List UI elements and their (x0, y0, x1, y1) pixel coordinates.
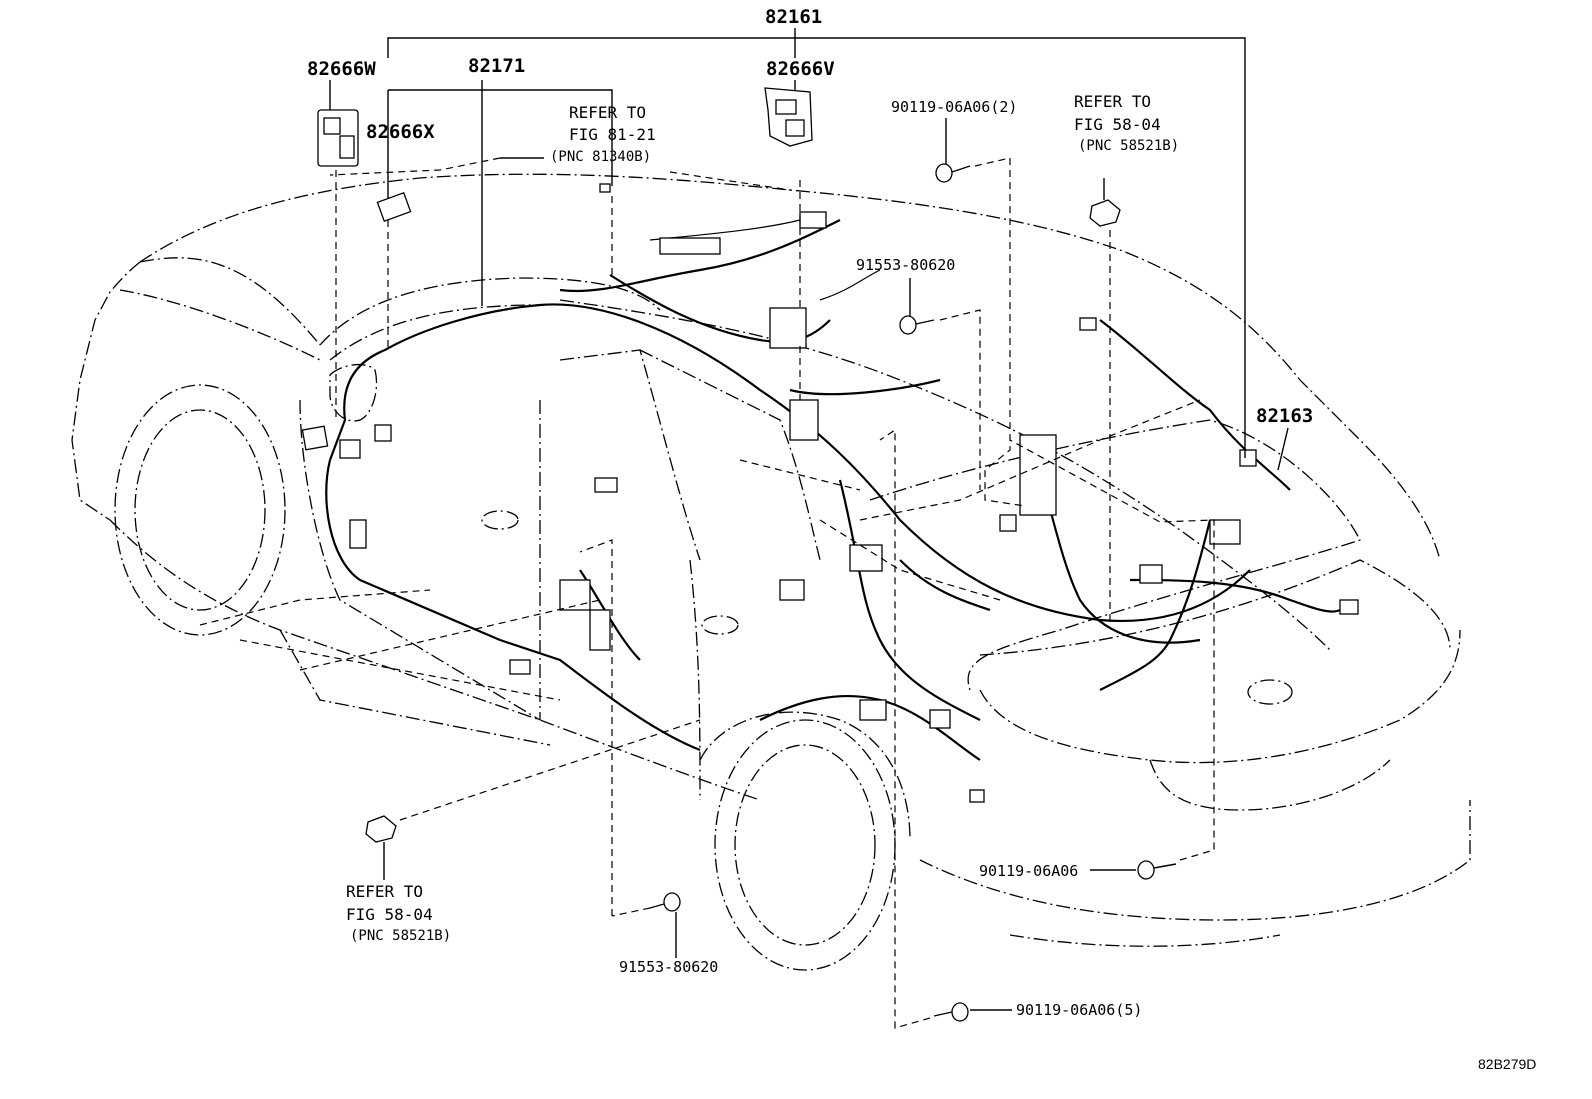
wire-harness-routing (325, 219, 1351, 761)
part-labels: 82161 82666W 82171 82666V 82666X 82163 9… (307, 6, 1536, 1072)
refer-fig58-bottom-line1: REFER TO (346, 882, 423, 901)
label-90119-06A06: 90119-06A06 (979, 862, 1078, 880)
clip-58521B-bottom (365, 815, 397, 880)
label-82161: 82161 (765, 6, 822, 28)
refer-fig81-line2: FIG 81-21 (569, 125, 656, 144)
refer-fig58-bottom-line2: FIG 58-04 (346, 905, 433, 924)
label-82666W: 82666W (307, 58, 376, 80)
clip-58521B-top (1089, 178, 1121, 227)
bolt-90119-top (935, 163, 971, 183)
module-82666W (317, 96, 359, 167)
bracket-82666V (764, 87, 813, 147)
label-82163: 82163 (1256, 405, 1313, 427)
label-90119-06A06-2: 90119-06A06(2) (891, 98, 1017, 116)
label-82171: 82171 (468, 55, 525, 77)
label-82666X: 82666X (366, 121, 435, 143)
bolt-90119-single (1137, 860, 1177, 880)
bolt-91553-bottom (649, 892, 681, 912)
refer-fig58-top-line3: (PNC 58521B) (1078, 138, 1179, 154)
leader-lines (329, 28, 1289, 1011)
car-body-outline (71, 173, 1471, 971)
refer-fig58-top-line2: FIG 58-04 (1074, 115, 1161, 134)
bolt-icons (649, 163, 1177, 1022)
dashed-leaders (199, 157, 1215, 1029)
label-91553-80620-top: 91553-80620 (856, 256, 955, 274)
label-90119-06A06-5: 90119-06A06(5) (1016, 1001, 1142, 1019)
connector-parts (301, 183, 1359, 803)
refer-fig58-bottom-line3: (PNC 58521B) (350, 928, 451, 944)
refer-fig81-line1: REFER TO (569, 103, 646, 122)
refer-fig58-top-line1: REFER TO (1074, 92, 1151, 111)
label-82666V: 82666V (766, 58, 835, 80)
bolt-91553-top (899, 315, 935, 335)
diagram-code: 82B279D (1478, 1056, 1536, 1072)
refer-fig81-line3: (PNC 81340B) (550, 149, 651, 165)
bolt-90119-5 (933, 1002, 969, 1022)
label-91553-80620-bottom: 91553-80620 (619, 958, 718, 976)
